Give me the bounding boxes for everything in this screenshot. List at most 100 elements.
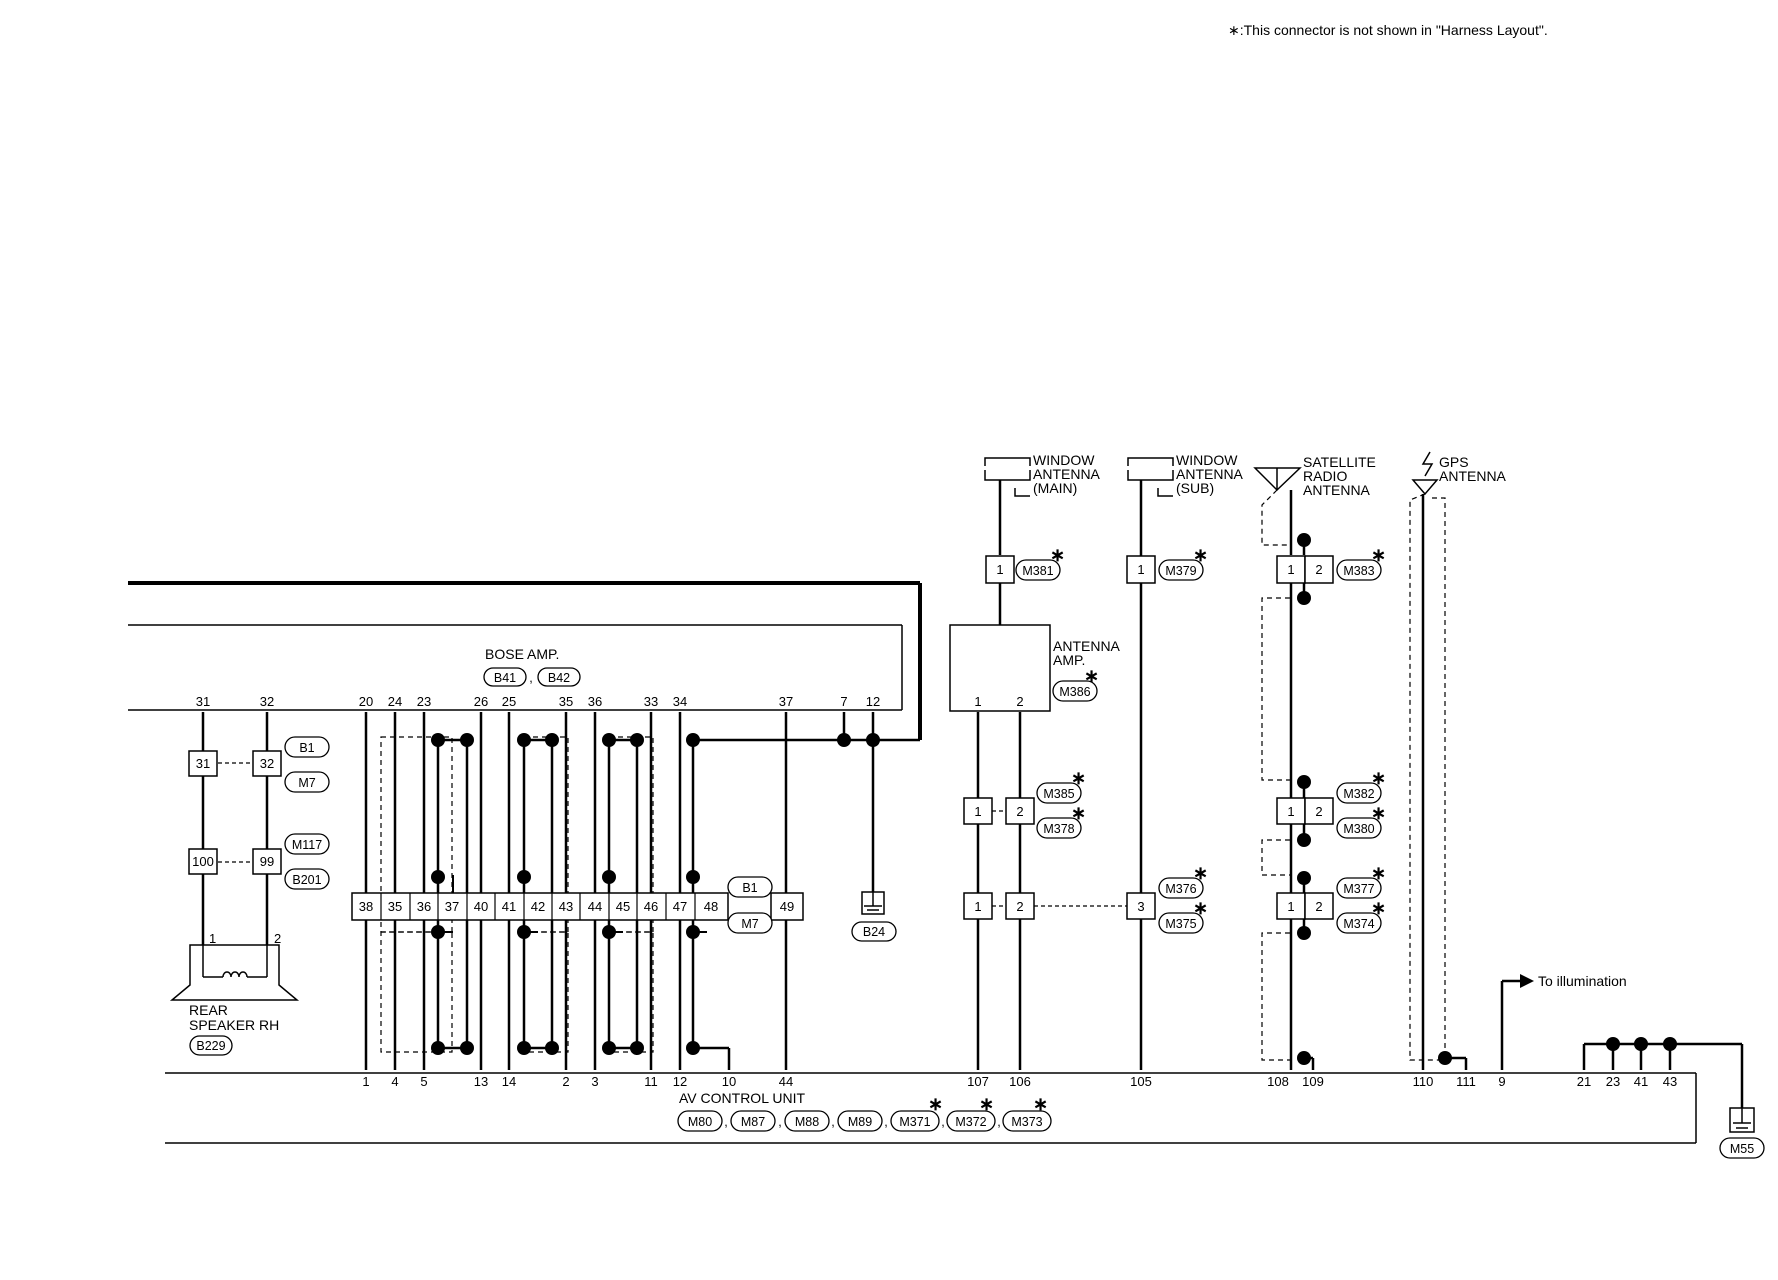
star-mark: ∗ bbox=[1371, 768, 1386, 788]
svg-text:,: , bbox=[831, 1115, 834, 1129]
connector-tag: M87 bbox=[741, 1115, 765, 1129]
pin-label: 43 bbox=[1663, 1074, 1677, 1089]
av-control-unit-frame bbox=[165, 1072, 1697, 1144]
connector-tag: M89 bbox=[848, 1115, 872, 1129]
pin-label: 110 bbox=[1413, 1074, 1434, 1089]
pin-label: 1 bbox=[362, 1074, 369, 1089]
svg-text:ANTENNA: ANTENNA bbox=[1303, 482, 1371, 498]
bose-top-pins: 31 32 20 24 23 26 25 35 36 33 34 37 7 12 bbox=[196, 694, 880, 709]
star-mark: ∗ bbox=[1071, 768, 1086, 788]
window-antenna-sub-symbol bbox=[1127, 457, 1174, 1070]
pin-label: 45 bbox=[616, 899, 630, 914]
pin-label: 99 bbox=[260, 854, 274, 869]
svg-text:2: 2 bbox=[1016, 899, 1023, 914]
connector-pill bbox=[1719, 1137, 1765, 1159]
svg-text:2: 2 bbox=[1315, 899, 1322, 914]
satellite-connector-mid: 1 2 M382 ∗ M380 ∗ bbox=[1276, 768, 1386, 839]
rear-speaker-label: SPEAKER RH bbox=[189, 1017, 279, 1033]
pin-label: 35 bbox=[388, 899, 402, 914]
speaker-wires bbox=[201, 712, 269, 945]
ground-b24-symbol bbox=[861, 891, 885, 915]
pin-label: 23 bbox=[1606, 1074, 1620, 1089]
pin-label: 44 bbox=[779, 1074, 793, 1089]
pin-label: 111 bbox=[1456, 1074, 1476, 1089]
pin-label: 20 bbox=[359, 694, 373, 709]
star-mark: ∗ bbox=[1050, 545, 1065, 565]
gps-antenna-label: GPS ANTENNA bbox=[1439, 454, 1507, 484]
satellite-antenna-label: SATELLITE RADIO ANTENNA bbox=[1303, 454, 1376, 498]
pin-label: 11 bbox=[644, 1074, 658, 1089]
connector-tag: M377 bbox=[1343, 882, 1374, 896]
rear-speaker-symbol bbox=[169, 944, 300, 1001]
svg-text:WINDOW: WINDOW bbox=[1176, 452, 1238, 468]
pin-label: 41 bbox=[502, 899, 516, 914]
svg-text:2: 2 bbox=[1315, 804, 1322, 819]
svg-text:WINDOW: WINDOW bbox=[1033, 452, 1095, 468]
bose-amp-frame bbox=[128, 581, 922, 740]
rear-speaker-label: REAR bbox=[189, 1002, 228, 1018]
pin-label: 43 bbox=[559, 899, 573, 914]
pin-label: 9 bbox=[1498, 1074, 1505, 1089]
connector-tag: B1 bbox=[299, 741, 314, 755]
connector-tag: M88 bbox=[795, 1115, 819, 1129]
svg-text:,: , bbox=[778, 1115, 781, 1129]
connector-tag: M382 bbox=[1343, 787, 1374, 801]
speaker-connector-b: 100 99 M117 B201 bbox=[188, 833, 330, 890]
pin-label: 42 bbox=[531, 899, 545, 914]
svg-text:(MAIN): (MAIN) bbox=[1033, 480, 1077, 496]
connector-tag: M371 bbox=[899, 1115, 930, 1129]
connector-tag: M373 bbox=[1011, 1115, 1042, 1129]
svg-text:,: , bbox=[941, 1115, 944, 1129]
star-mark: ∗ bbox=[1193, 863, 1208, 883]
pin-label: 108 bbox=[1267, 1074, 1289, 1089]
connector-pill bbox=[851, 921, 897, 942]
svg-text:1: 1 bbox=[1287, 899, 1294, 914]
ground-m55-symbol bbox=[1729, 1107, 1755, 1133]
pin-label: 46 bbox=[644, 899, 658, 914]
connector-tag: M381 bbox=[1022, 564, 1053, 578]
connector-tag: M372 bbox=[955, 1115, 986, 1129]
connector-pill bbox=[1052, 680, 1098, 702]
svg-text:2: 2 bbox=[1016, 694, 1023, 709]
svg-text:SATELLITE: SATELLITE bbox=[1303, 454, 1376, 470]
antenna-amp-label: AMP. bbox=[1053, 652, 1085, 668]
svg-text:,: , bbox=[884, 1115, 887, 1129]
pin-label: 2 bbox=[562, 1074, 569, 1089]
star-mark: ∗ bbox=[1371, 898, 1386, 918]
pin-label: 35 bbox=[559, 694, 573, 709]
svg-text:,: , bbox=[724, 1115, 727, 1129]
connector-m379: 1 M379 ∗ bbox=[1126, 545, 1208, 584]
connector-tag: M7 bbox=[741, 917, 758, 931]
gps-antenna-symbol bbox=[1411, 451, 1439, 496]
gps-splice-dot bbox=[1438, 1051, 1452, 1065]
svg-text:1: 1 bbox=[974, 694, 981, 709]
pin-label: 100 bbox=[192, 854, 214, 869]
pin-label: 21 bbox=[1577, 1074, 1591, 1089]
pin-label: 12 bbox=[673, 1074, 687, 1089]
pin-label: 14 bbox=[502, 1074, 516, 1089]
connector-tag: B41 bbox=[494, 671, 516, 685]
connector-tag: B201 bbox=[292, 873, 321, 887]
svg-text:ANTENNA: ANTENNA bbox=[1439, 468, 1507, 484]
window-antenna-main-symbol bbox=[984, 457, 1031, 555]
connector-tag: M80 bbox=[688, 1115, 712, 1129]
pin-label: 5 bbox=[420, 1074, 427, 1089]
satellite-connector-m383: 1 2 M383 ∗ bbox=[1276, 545, 1386, 584]
bose-amp-label: BOSE AMP. bbox=[485, 646, 559, 662]
pin-label: 25 bbox=[502, 694, 516, 709]
svg-text:1: 1 bbox=[996, 562, 1003, 577]
harness-layout-note: ∗:This connector is not shown in "Harnes… bbox=[1228, 22, 1548, 38]
pin-label: 44 bbox=[588, 899, 602, 914]
svg-text:3: 3 bbox=[1137, 899, 1144, 914]
svg-text:,: , bbox=[529, 671, 532, 685]
star-mark: ∗ bbox=[1371, 803, 1386, 823]
pin-label: 31 bbox=[196, 694, 210, 709]
pin-label: 105 bbox=[1130, 1074, 1152, 1089]
pin-label: 2 bbox=[274, 931, 281, 946]
star-mark: ∗ bbox=[979, 1094, 994, 1114]
main-harness-wires bbox=[364, 712, 920, 1070]
star-mark: ∗ bbox=[1193, 898, 1208, 918]
inline-connector-block: 38 35 36 37 40 41 42 43 44 45 46 47 48 4… bbox=[351, 876, 804, 934]
pin-label: 37 bbox=[445, 899, 459, 914]
connector-tag: M386 bbox=[1059, 685, 1090, 699]
